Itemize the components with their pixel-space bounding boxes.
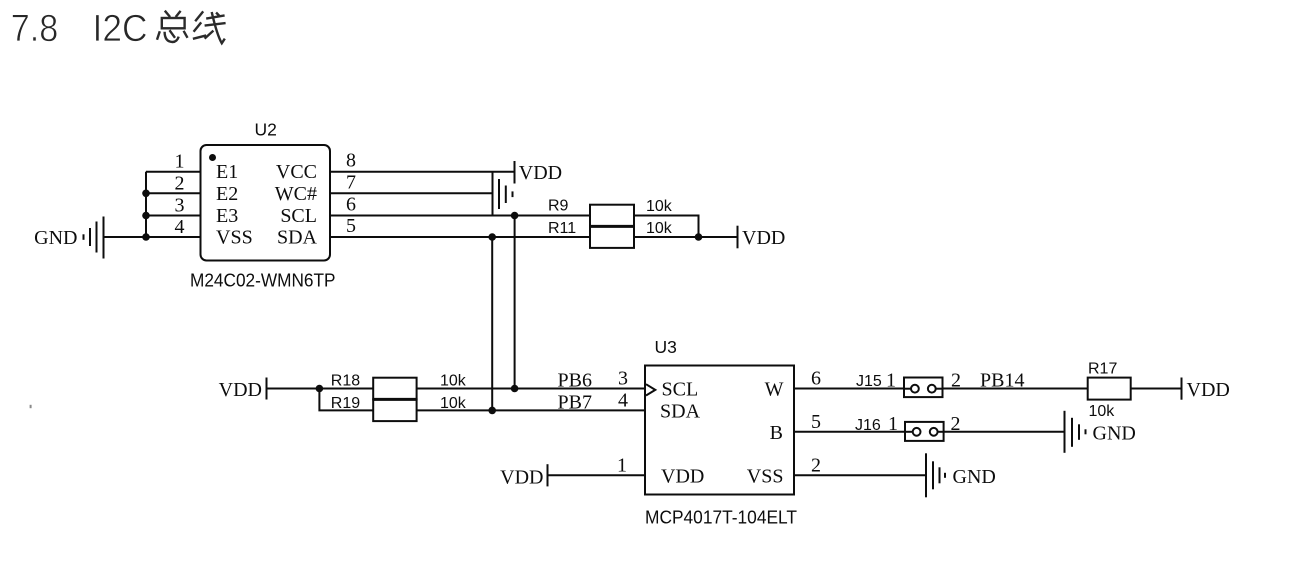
svg-text:VSS: VSS [747, 465, 784, 487]
svg-text:GND: GND [953, 466, 996, 488]
svg-text:R17: R17 [1088, 360, 1117, 377]
svg-text:3: 3 [618, 368, 628, 390]
svg-text:J15: J15 [856, 373, 882, 390]
svg-text:10k: 10k [646, 198, 673, 215]
svg-text:8: 8 [346, 150, 356, 172]
svg-text:U3: U3 [655, 337, 677, 357]
svg-text:10k: 10k [1089, 403, 1116, 420]
svg-text:VDD: VDD [1187, 379, 1230, 401]
svg-text:1: 1 [175, 151, 185, 173]
svg-text:1: 1 [617, 454, 627, 476]
svg-text:VDD: VDD [519, 162, 562, 184]
svg-text:R9: R9 [548, 198, 569, 215]
svg-text:SCL: SCL [662, 379, 699, 401]
svg-text:10k: 10k [440, 373, 467, 390]
svg-text:PB7: PB7 [558, 392, 592, 414]
svg-text:VDD: VDD [500, 466, 543, 488]
svg-text:VDD: VDD [742, 227, 785, 249]
svg-text:W: W [765, 379, 784, 401]
svg-text:10k: 10k [646, 220, 673, 237]
svg-text:6: 6 [811, 368, 821, 390]
svg-text:7.8: 7.8 [11, 7, 59, 49]
svg-text:6: 6 [346, 194, 356, 216]
svg-text:1: 1 [886, 370, 896, 392]
svg-text:7: 7 [346, 171, 356, 193]
svg-text:J16: J16 [855, 417, 881, 434]
svg-text:VDD: VDD [661, 465, 704, 487]
svg-text:SDA: SDA [660, 400, 701, 422]
svg-text:GND: GND [34, 227, 77, 249]
svg-text:5: 5 [346, 215, 356, 237]
svg-text:E3: E3 [216, 205, 238, 227]
svg-text:1: 1 [888, 413, 898, 435]
svg-text:VSS: VSS [216, 227, 253, 249]
svg-text:R19: R19 [331, 395, 360, 412]
svg-text:SDA: SDA [277, 227, 318, 249]
svg-text:GND: GND [1093, 422, 1136, 444]
svg-text:MCP4017T-104ELT: MCP4017T-104ELT [645, 508, 797, 528]
svg-text:4: 4 [175, 216, 185, 238]
svg-text:2: 2 [175, 172, 185, 194]
svg-text:VDD: VDD [219, 379, 262, 401]
svg-text:PB6: PB6 [558, 370, 592, 392]
svg-text:M24C02-WMN6TP: M24C02-WMN6TP [190, 271, 336, 291]
svg-text:U2: U2 [255, 120, 277, 140]
svg-text:10k: 10k [440, 395, 467, 412]
svg-text:WC#: WC# [275, 183, 317, 205]
svg-text:VCC: VCC [276, 161, 317, 183]
svg-text:I2C: I2C [93, 7, 148, 49]
svg-text:2: 2 [951, 413, 961, 435]
svg-text:B: B [770, 422, 783, 444]
svg-text:R11: R11 [548, 220, 576, 237]
svg-text:2: 2 [811, 454, 821, 476]
svg-text:3: 3 [175, 195, 185, 217]
svg-text:E2: E2 [216, 183, 238, 205]
svg-text:R18: R18 [331, 373, 360, 390]
svg-text:4: 4 [618, 389, 628, 411]
svg-text:5: 5 [811, 411, 821, 433]
svg-text:PB14: PB14 [980, 370, 1024, 392]
svg-text:E1: E1 [216, 161, 238, 183]
svg-text:2: 2 [951, 370, 961, 392]
svg-text:SCL: SCL [280, 205, 317, 227]
